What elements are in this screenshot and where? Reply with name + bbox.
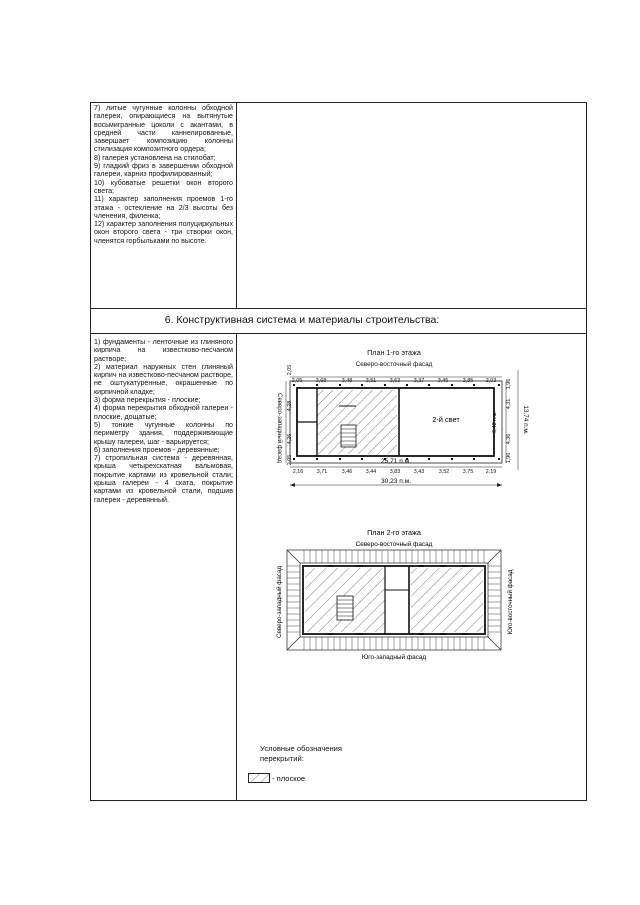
- list-item: 4) форма перекрытия обходной галереи - п…: [94, 404, 233, 421]
- list-item: 5) тонкие чугунные колонны по периметру …: [94, 420, 233, 446]
- list-item: 9) гладкий фриз в завершении обходной га…: [94, 162, 233, 179]
- list-item: 8) галерея установлена на стилобат;: [94, 153, 216, 162]
- list-item: 7) литые чугунные колонны обходной галер…: [94, 104, 233, 154]
- list-item: 11) характер заполнения проемов 1-го эта…: [94, 195, 233, 220]
- section-title: 6. Конструктивная система и материалы ст…: [164, 314, 440, 326]
- list-item: 1) фундаменты - ленточные из глиняного к…: [94, 338, 233, 363]
- list-item: 10) кубоватые решетки окон второго света…: [94, 178, 233, 195]
- lower-left-text: 1) фундаменты - ленточные из глиняного к…: [94, 338, 233, 504]
- legend-item-label: - плоское: [272, 773, 306, 783]
- hatch-swatch-icon: [248, 773, 270, 783]
- upper-table-divider: [236, 102, 237, 309]
- legend-title: Условные обозначения перекрытий:: [260, 744, 343, 763]
- upper-left-text: 7) литые чугунные колонны обходной галер…: [94, 104, 233, 245]
- list-item: 3) форма перекрытия - плоские;: [94, 396, 201, 405]
- lower-table-frame: [90, 333, 587, 801]
- list-item: 7) стропильная система - деревянная, кры…: [94, 454, 233, 504]
- list-item: 12) характер заполнения полуциркульных о…: [94, 220, 233, 245]
- list-item: 6) заполнения проемов - деревянные;: [94, 445, 220, 454]
- lower-table-divider: [236, 333, 237, 801]
- legend-item: - плоское: [248, 773, 305, 783]
- list-item: 2) материал наружных стен глиняный кирпи…: [94, 362, 233, 396]
